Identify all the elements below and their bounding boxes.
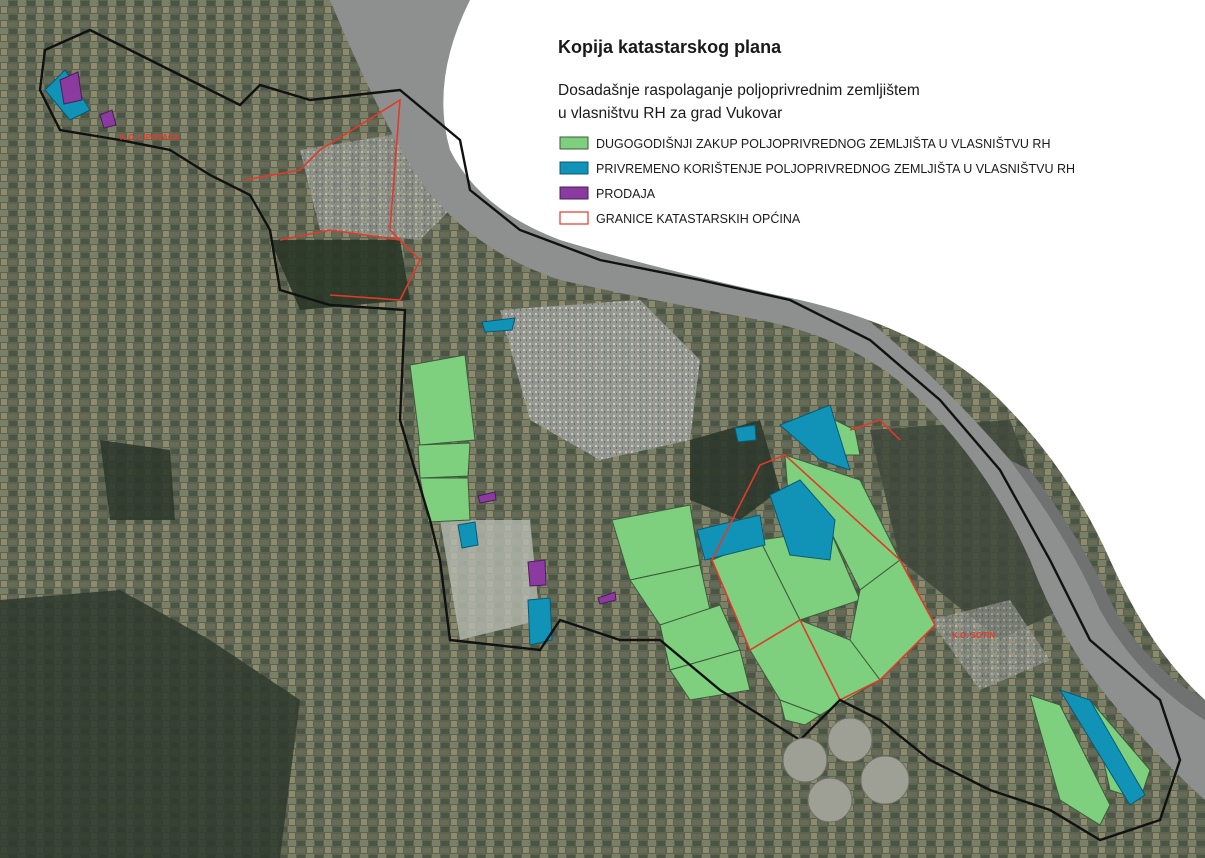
square-swatch-icon <box>559 211 589 225</box>
square-swatch-icon <box>559 136 589 150</box>
pivot-fields <box>782 717 910 823</box>
square-swatch-icon <box>559 161 589 175</box>
legend: DUGOGODIŠNJI ZAKUP POLJOPRIVREDNOG ZEMLJ… <box>559 136 1075 226</box>
city-border <box>38 28 1182 842</box>
legend-label-lease: DUGOGODIŠNJI ZAKUP POLJOPRIVREDNOG ZEMLJ… <box>596 136 1050 151</box>
forest-areas <box>0 240 1080 858</box>
map-subtitle-line1: Dosadašnje raspolaganje poljoprivrednim … <box>558 82 920 99</box>
temporary-parcels <box>44 69 1146 806</box>
legend-label-temporary: PRIVREMENO KORIŠTENJE POLJOPRIVREDNOG ZE… <box>596 161 1075 176</box>
legend-item-boundary: GRANICE KATASTARSKIH OPĆINA <box>559 211 801 226</box>
sale-parcels <box>59 71 617 605</box>
legend-item-temporary: PRIVREMENO KORIŠTENJE POLJOPRIVREDNOG ZE… <box>559 161 1075 176</box>
label-ko-sotin: K.O. SOTIN <box>952 631 995 640</box>
cadastral-boundaries <box>244 98 936 702</box>
river-bank-shadow <box>1010 460 1205 720</box>
legend-item-lease: DUGOGODIŠNJI ZAKUP POLJOPRIVREDNOG ZEMLJ… <box>559 136 1050 151</box>
map-subtitle-line2: u vlasništvu RH za grad Vukovar <box>558 105 782 122</box>
label-ko-lipovaca: K.O. LIPOVAČA <box>120 133 180 142</box>
lease-parcels <box>409 354 1151 826</box>
map-title: Kopija katastarskog plana <box>558 37 782 57</box>
legend-label-sale: PRODAJA <box>596 187 656 201</box>
square-swatch-icon <box>559 186 589 200</box>
legend-item-sale: PRODAJA <box>559 186 656 201</box>
legend-label-boundary: GRANICE KATASTARSKIH OPĆINA <box>596 211 801 226</box>
paper-area <box>443 0 1205 700</box>
